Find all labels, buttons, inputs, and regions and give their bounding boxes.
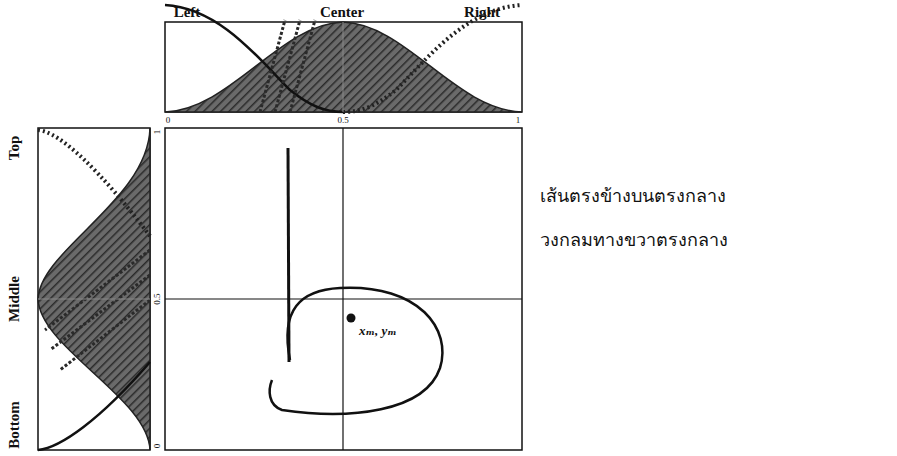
middle-membership-curve [38, 128, 150, 450]
axis-tick: 0 [166, 116, 171, 125]
fuzzy-set-name: Left [174, 5, 201, 20]
top-plot-frame [165, 22, 522, 112]
fuzzy-set-name: Center [320, 5, 364, 20]
fuzzy-set-name: Top [7, 136, 22, 160]
description-text: วงกลมทางขวาตรงกลาง [540, 231, 728, 249]
circle-stroke [270, 288, 443, 414]
top-center-line [343, 22, 344, 112]
bottom-membership-curve [38, 362, 150, 450]
stroke-projection-top [260, 20, 315, 112]
description-text: เส้นตรงข้างบนตรงกลาง [540, 187, 726, 205]
axis-tick: 0 [153, 444, 162, 449]
point-label: xₘ, yₘ [359, 324, 397, 337]
center-point [347, 314, 356, 323]
center-membership-curve [165, 22, 522, 112]
stroke-projection-left [45, 250, 150, 370]
fuzzy-set-name: Right [464, 5, 500, 20]
fuzzy-set-name: Middle [7, 276, 22, 322]
left-membership-curve [165, 5, 343, 112]
axis-tick: 0.5 [153, 293, 162, 304]
left-middle-line [38, 299, 150, 300]
fuzzy-set-name: Bottom [7, 401, 22, 449]
right-membership-curve [343, 5, 522, 112]
main-plot-frame [165, 128, 522, 450]
horizontal-grid-line [165, 298, 522, 299]
axis-tick: 1 [153, 130, 162, 135]
left-plot-frame [38, 128, 150, 450]
axis-tick: 0.5 [337, 116, 348, 125]
top-membership-curve [38, 130, 150, 236]
axis-tick: 1 [516, 116, 521, 125]
